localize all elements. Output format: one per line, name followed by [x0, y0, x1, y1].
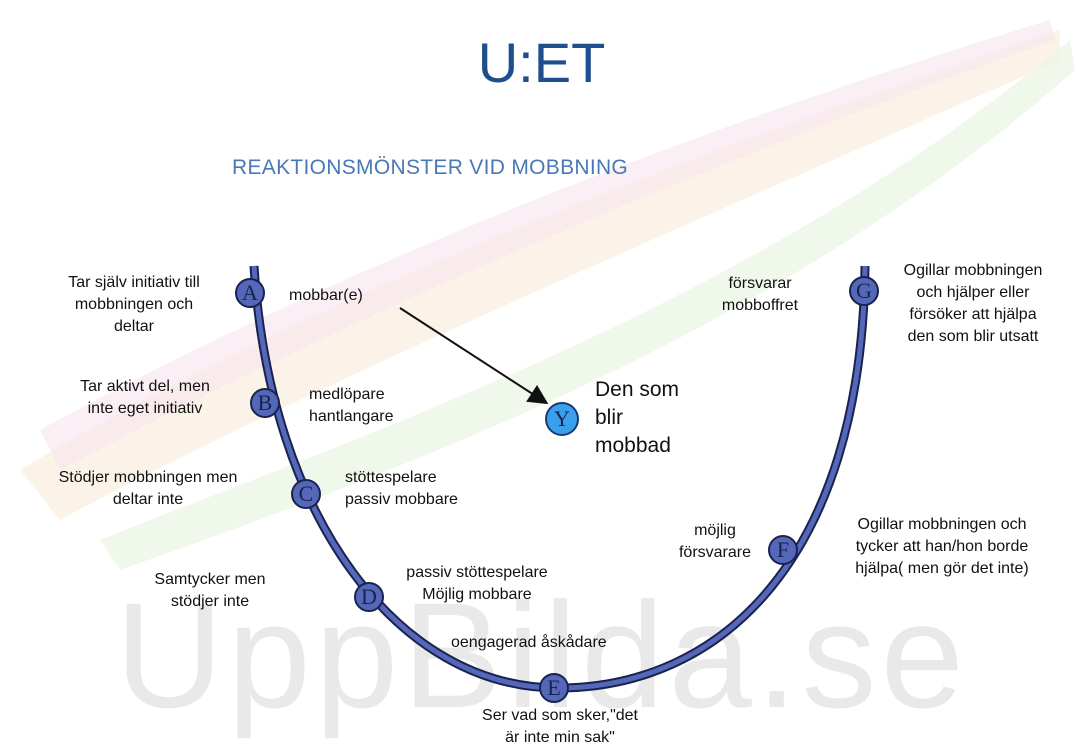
role-a: mobbar(e) — [289, 287, 363, 304]
node-d: D — [354, 582, 384, 612]
node-a: A — [235, 278, 265, 308]
node-e: E — [539, 673, 569, 703]
node-y: Y — [545, 402, 579, 436]
arrow-a-to-y — [399, 307, 549, 405]
node-g: G — [849, 276, 879, 306]
page-title: U:ET — [477, 31, 606, 94]
role-e: oengagerad åskådare — [451, 634, 607, 651]
node-f: F — [768, 535, 798, 565]
watermark: UppBilda.se — [115, 571, 968, 739]
page-subtitle: REAKTIONSMÖNSTER VID MOBBNING — [232, 156, 629, 179]
node-c: C — [291, 479, 321, 509]
node-b: B — [250, 388, 280, 418]
